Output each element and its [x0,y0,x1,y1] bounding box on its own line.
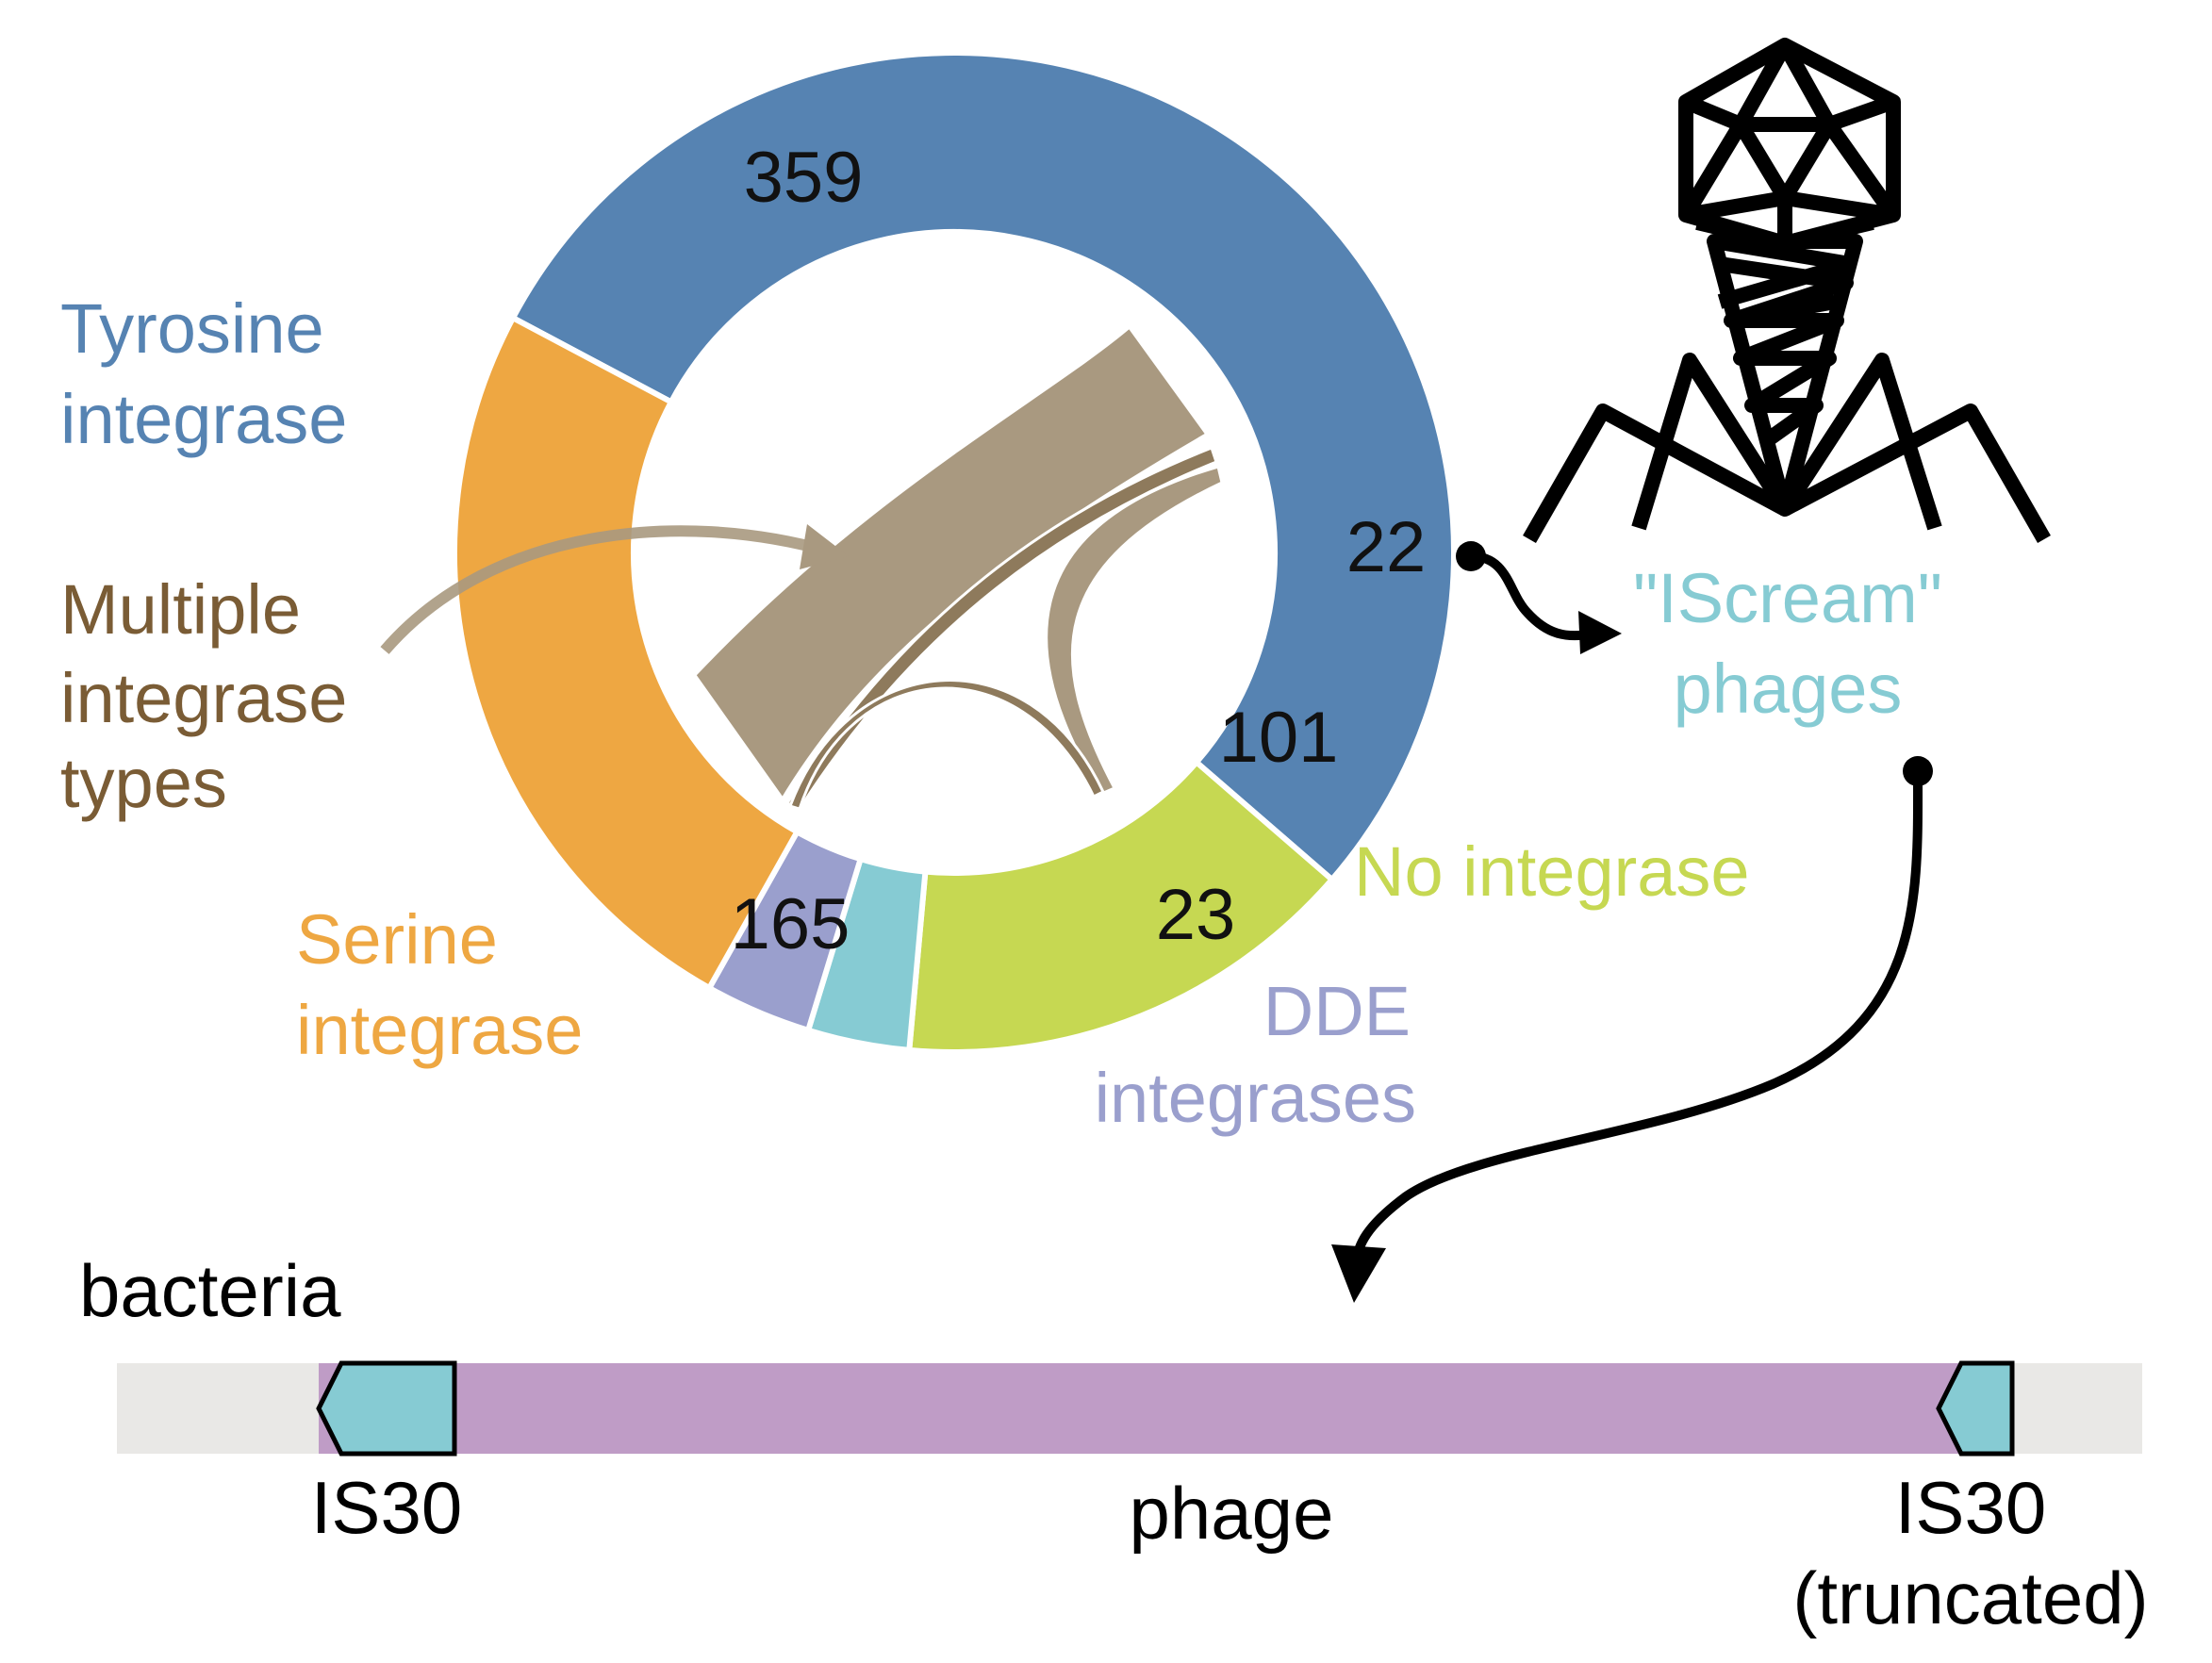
is30-right-label-line1: IS30 [1895,1466,2046,1549]
label-dde: DDE integrases [1095,972,1416,1137]
phage-label: phage [1130,1472,1334,1555]
is30-left-gene [316,1360,457,1457]
label-iscream-line1: "IScream" [1633,559,1942,637]
label-tyrosine-line2: integrase [60,380,347,458]
label-multiple-line3: types [60,744,227,822]
multiple-pointer-arrow [380,524,849,654]
label-serine-line2: integrase [296,991,583,1069]
label-serine-line1: Serine [296,900,498,979]
label-multiple: Multiple integrase types [60,570,347,822]
value-label-none: 101 [1219,698,1339,778]
slice-none [906,758,1336,1055]
label-multiple-line1: Multiple [60,570,301,649]
label-tyrosine: Tyrosine integrase [60,289,347,458]
label-multiple-line2: integrase [60,659,347,737]
value-label-serine: 165 [731,884,850,964]
value-label-tyrosine: 359 [744,138,864,218]
phage-region [319,1363,2006,1454]
slice-tyrosine [508,50,1457,884]
bacteria-label: bacteria [79,1249,341,1332]
chord-tyrosine-serine [689,321,1213,807]
slice-serine [452,314,801,993]
multiple-integrase-chords [689,321,1224,811]
label-tyrosine-line1: Tyrosine [60,289,324,368]
label-iscream-line2: phages [1674,650,1903,728]
label-none: No integrase [1354,832,1750,911]
is30-right-label-line2: (truncated) [1792,1556,2148,1639]
label-dde-line2: integrases [1095,1059,1416,1137]
label-none-line1: No integrase [1354,832,1750,911]
chord-serine-dde [788,679,1105,811]
genome-map: bacteria IS30 phage IS30 (truncated) [79,1249,2149,1639]
is30-left-label: IS30 [311,1466,462,1549]
value-label-dde: 23 [1156,875,1236,955]
iscream-to-genome-arrow [1331,756,1933,1303]
label-serine: Serine integrase [296,900,583,1069]
connector-arrow-icon [1456,541,1622,654]
phage-icon [1523,38,2051,543]
integrase-donut-chart [452,50,1457,1055]
is30-right-gene [1936,1360,2015,1457]
label-iscream: "IScream" phages [1633,559,1942,728]
value-label-iscream: 22 [1346,507,1427,587]
label-dde-line1: DDE [1263,972,1411,1050]
